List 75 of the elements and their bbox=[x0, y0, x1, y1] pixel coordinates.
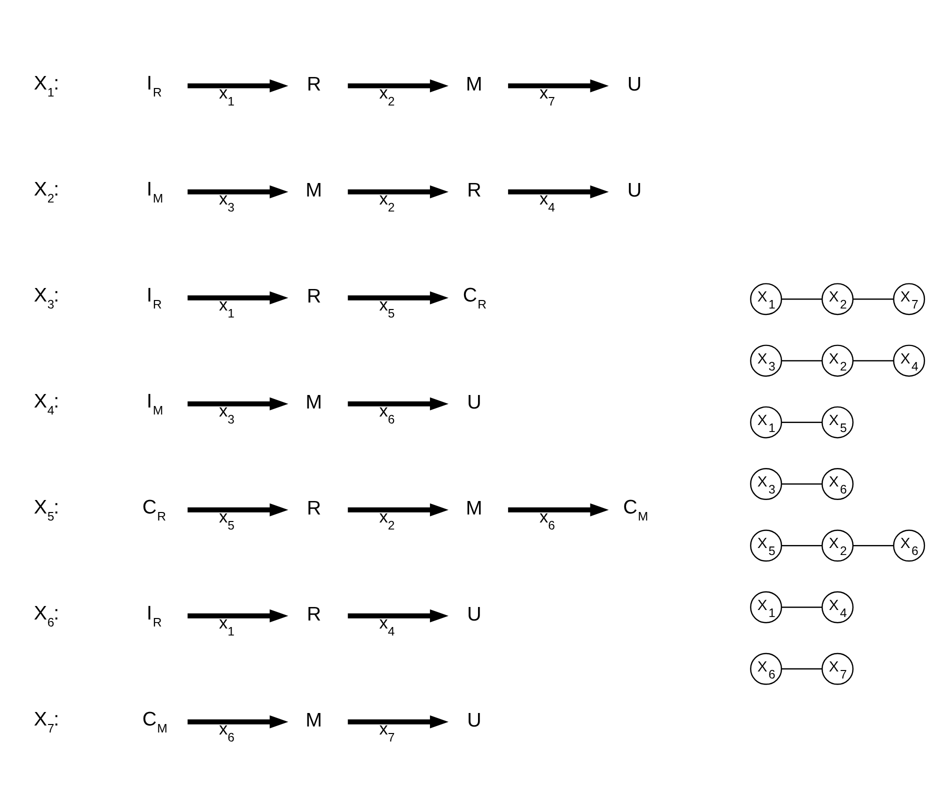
arrow bbox=[348, 396, 448, 410]
arrow bbox=[348, 714, 448, 728]
node-text: I$_{M}$ bbox=[146, 390, 164, 417]
node-text: R bbox=[306, 73, 322, 96]
edge-label: x$_{6}$ bbox=[219, 718, 235, 744]
connector bbox=[782, 668, 822, 669]
arrow bbox=[508, 184, 609, 198]
edge-label: x$_{1}$ bbox=[219, 612, 235, 638]
connector bbox=[782, 482, 822, 484]
arrow bbox=[508, 502, 609, 516]
label: X$_{5}$: bbox=[34, 496, 60, 523]
connector bbox=[782, 360, 822, 361]
arrow bbox=[348, 78, 448, 92]
node-text: U bbox=[467, 391, 482, 414]
edge-label: x$_{6}$ bbox=[379, 400, 395, 426]
edge-label: x$_{4}$ bbox=[540, 188, 556, 214]
edge-label: x$_{3}$ bbox=[219, 188, 235, 214]
arrow bbox=[188, 184, 288, 198]
node-text: U bbox=[627, 73, 642, 96]
node-text: M bbox=[306, 709, 322, 732]
label: X$_{7}$: bbox=[34, 708, 60, 735]
arrow bbox=[188, 396, 288, 410]
node-text: M bbox=[466, 73, 482, 96]
arrow bbox=[188, 714, 288, 728]
label: X$_{3}$: bbox=[34, 284, 60, 311]
node-text: U bbox=[467, 603, 482, 626]
node-text: M bbox=[466, 497, 482, 520]
arrow bbox=[188, 608, 288, 622]
node-text: M bbox=[306, 179, 322, 202]
edge-label: x$_{7}$ bbox=[540, 82, 556, 108]
connector bbox=[853, 298, 894, 300]
label: X$_{2}$: bbox=[34, 178, 60, 205]
label: X$_{4}$: bbox=[34, 390, 60, 417]
edge-label: x$_{3}$ bbox=[219, 400, 235, 426]
arrow bbox=[188, 78, 288, 92]
edge-label: x$_{6}$ bbox=[540, 506, 556, 532]
edge-label: x$_{5}$ bbox=[219, 506, 235, 532]
arrow bbox=[348, 502, 448, 516]
node-text: R bbox=[467, 179, 482, 202]
node-text: R bbox=[306, 497, 322, 520]
node-text: M bbox=[306, 391, 322, 414]
node-text: I$_{M}$ bbox=[146, 178, 164, 205]
arrow bbox=[508, 78, 609, 92]
node-text: I$_{R}$ bbox=[146, 284, 162, 311]
node-text: I$_{R}$ bbox=[146, 72, 162, 99]
edge-label: x$_{2}$ bbox=[379, 188, 395, 214]
edge-label: x$_{2}$ bbox=[379, 82, 395, 108]
connector bbox=[853, 360, 894, 361]
edge-label: x$_{1}$ bbox=[219, 294, 235, 320]
node-text: C$_{R}$ bbox=[462, 284, 487, 311]
arrow bbox=[188, 502, 288, 516]
edge-label: x$_{2}$ bbox=[379, 506, 395, 532]
arrow bbox=[348, 608, 448, 622]
label: X$_{6}$: bbox=[34, 602, 60, 629]
label: X$_{1}$: bbox=[34, 72, 60, 99]
node-text: R bbox=[306, 603, 322, 626]
node-text: U bbox=[467, 709, 482, 732]
connector bbox=[782, 606, 822, 608]
connector bbox=[853, 544, 894, 546]
arrow bbox=[348, 184, 448, 198]
node-text: C$_{M}$ bbox=[142, 708, 168, 735]
connector bbox=[782, 298, 822, 300]
edge-label: x$_{1}$ bbox=[219, 82, 235, 108]
node-text: C$_{M}$ bbox=[623, 496, 648, 523]
edge-label: x$_{7}$ bbox=[379, 718, 395, 744]
node-text: R bbox=[306, 285, 322, 308]
connector bbox=[782, 544, 822, 546]
node-text: U bbox=[627, 179, 642, 202]
edge-label: x$_{5}$ bbox=[379, 294, 395, 320]
arrow bbox=[348, 290, 448, 304]
edge-label: x$_{4}$ bbox=[379, 612, 395, 638]
arrow bbox=[188, 290, 288, 304]
node-text: I$_{R}$ bbox=[146, 602, 162, 629]
node-text: C$_{R}$ bbox=[142, 496, 166, 523]
connector bbox=[782, 421, 822, 422]
